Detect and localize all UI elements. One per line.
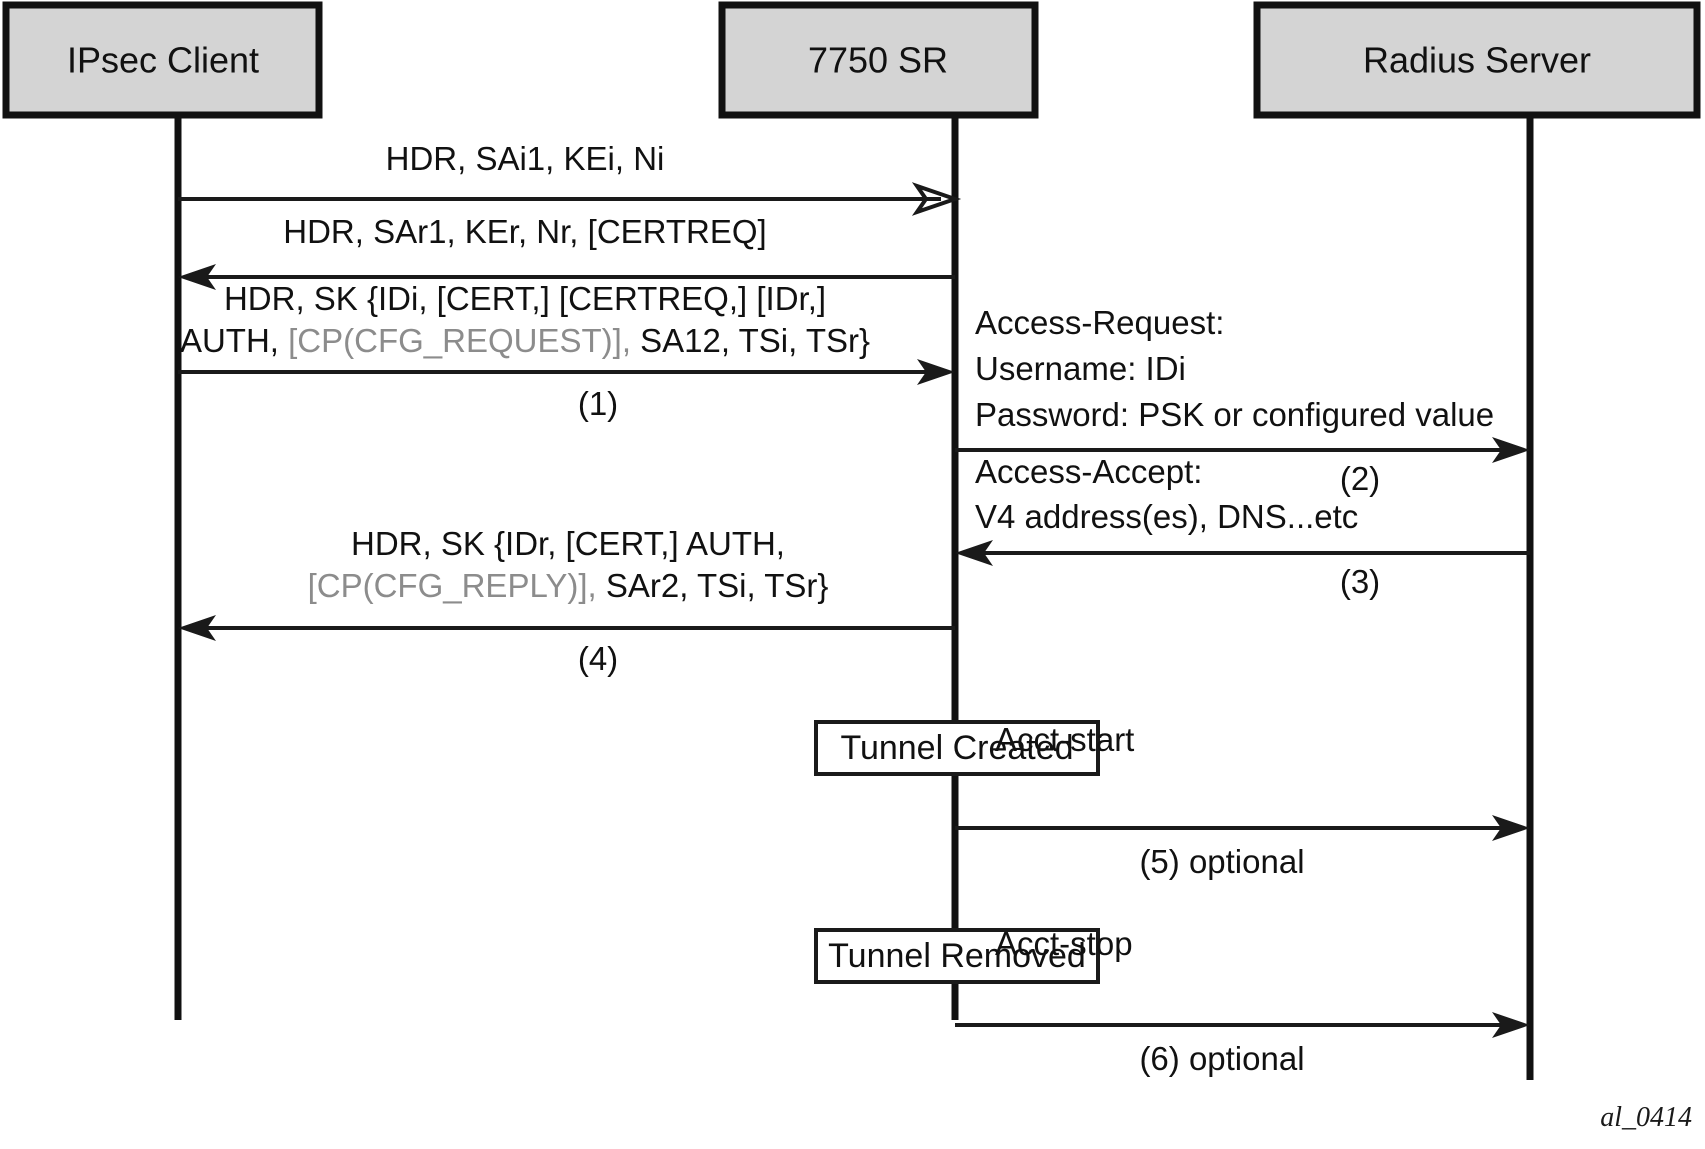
message-label-m2: HDR, SAr1, KEr, Nr, [CERTREQ] xyxy=(283,213,766,250)
message-arrowhead-m6 xyxy=(178,615,216,641)
actor-box-sr[interactable] xyxy=(718,1,1039,119)
message-m5: Access-Accept: V4 address(es), DNS...etc… xyxy=(955,453,1530,600)
note-box-tunnel-created xyxy=(814,720,1100,776)
actor-sr[interactable]: 7750 SR xyxy=(718,1,1039,119)
message-label-m4-line3: Password: PSK or configured value xyxy=(975,396,1494,433)
message-arrowhead-m5 xyxy=(955,540,993,566)
actor-radius[interactable]: Radius Server xyxy=(1253,1,1701,119)
message-m3: HDR, SK {IDi, [CERT,] [CERTREQ,] [IDr,] … xyxy=(178,280,955,422)
message-arrowhead-m3 xyxy=(917,359,955,385)
message-label-m6-line1: HDR, SK {IDr, [CERT,] AUTH, xyxy=(351,525,785,562)
message-arrowhead-m4 xyxy=(1492,437,1530,463)
actor-client[interactable]: IPsec Client xyxy=(2,1,323,119)
actor-box-client[interactable] xyxy=(2,1,323,119)
step-label-m4: (2) xyxy=(1340,460,1380,497)
step-label-m5: (3) xyxy=(1340,563,1380,600)
message-label-m5-line1: Access-Accept: xyxy=(975,453,1202,490)
note-label-tunnel-removed: Tunnel Removed xyxy=(828,937,1086,975)
message-label-m3-line1: HDR, SK {IDi, [CERT,] [CERTREQ,] [IDr,] xyxy=(224,280,826,317)
message-label-m3-line2: AUTH, [CP(CFG_REQUEST)], SA12, TSi, TSr} xyxy=(180,322,870,359)
message-label-m1: HDR, SAi1, KEi, Ni xyxy=(386,140,665,177)
message-label-m4-line2: Username: IDi xyxy=(975,350,1186,387)
message-label-m6-line2: [CP(CFG_REPLY)], SAr2, TSi, TSr} xyxy=(308,567,829,604)
message-arrowhead-m2 xyxy=(178,264,216,290)
message-m1: HDR, SAi1, KEi, Ni xyxy=(178,140,962,216)
message-label-m4-line1: Access-Request: xyxy=(975,304,1224,341)
actor-label-sr: 7750 SR xyxy=(808,40,948,81)
message-label-m8: Acct-stop xyxy=(995,925,1133,962)
message-arrowhead-m7 xyxy=(1492,815,1530,841)
message-m8: Acct-stop (6) optional xyxy=(955,925,1530,1077)
step-label-m6: (4) xyxy=(578,640,618,677)
note-tunnel-created: Tunnel Created xyxy=(814,720,1100,776)
figure-id-label: al_0414 xyxy=(1600,1102,1692,1133)
actor-box-radius[interactable] xyxy=(1253,1,1701,119)
step-label-m3: (1) xyxy=(578,385,618,422)
message-m7: Acct-start (5) optional xyxy=(955,721,1530,880)
message-m2: HDR, SAr1, KEr, Nr, [CERTREQ] xyxy=(178,213,955,290)
message-arrowhead-m1 xyxy=(911,182,962,216)
actor-label-radius: Radius Server xyxy=(1363,40,1591,81)
step-label-m7: (5) optional xyxy=(1139,843,1304,880)
note-box-tunnel-removed xyxy=(814,928,1100,984)
note-label-tunnel-created: Tunnel Created xyxy=(840,729,1073,767)
message-label-m7: Acct-start xyxy=(995,721,1134,758)
message-arrowhead-m8 xyxy=(1492,1012,1530,1038)
message-label-m5-line2: V4 address(es), DNS...etc xyxy=(975,498,1358,535)
message-m6: HDR, SK {IDr, [CERT,] AUTH, [CP(CFG_REPL… xyxy=(178,525,955,677)
lifelines xyxy=(174,114,1534,1080)
message-m4: Access-Request: Username: IDi Password: … xyxy=(955,304,1530,497)
actor-label-client: IPsec Client xyxy=(67,40,259,81)
step-label-m8: (6) optional xyxy=(1139,1040,1304,1077)
note-tunnel-removed: Tunnel Removed xyxy=(814,928,1100,984)
